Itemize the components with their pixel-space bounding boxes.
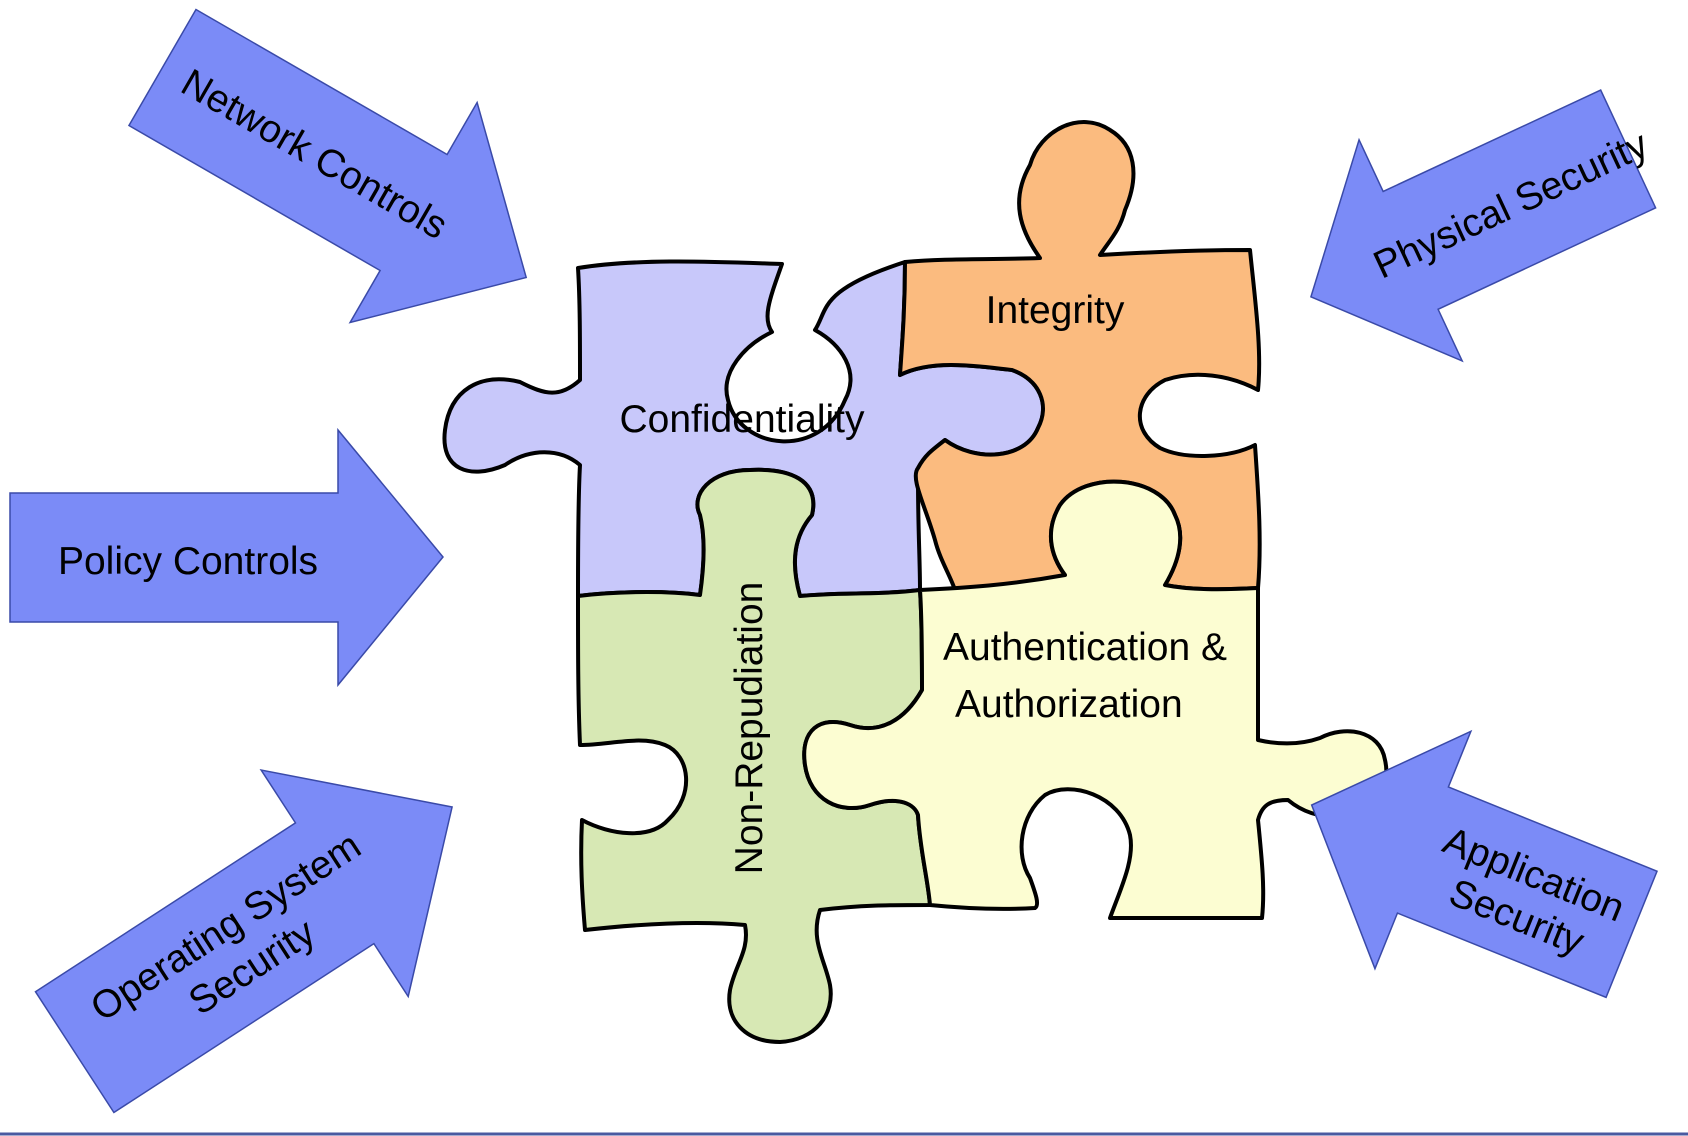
arrow-policy-controls: Policy Controls	[9, 427, 444, 688]
label-policy-controls: Policy Controls	[58, 540, 318, 583]
arrow-operating-system-security: Operating System Security	[34, 768, 453, 1114]
arrow-physical-security-shape	[1310, 89, 1657, 363]
piece-confidentiality	[442, 259, 1045, 598]
arrow-physical-security: Physical Security	[1310, 89, 1657, 363]
piece-authentication	[802, 479, 1389, 921]
arrow-network-controls-shape	[127, 8, 528, 324]
arrow-policy-controls-shape	[9, 427, 444, 688]
label-confidentiality: Confidentiality	[620, 398, 865, 441]
arrow-application-security-shape	[1310, 729, 1658, 999]
label-non-repudiation: Non-Repudiation	[728, 582, 771, 875]
arrow-network-controls: Network Controls	[127, 8, 528, 324]
label-integrity: Integrity	[986, 289, 1125, 332]
label-authentication-line1: Authentication &	[943, 626, 1227, 669]
label-authentication-line2: Authorization	[955, 683, 1183, 726]
arrow-operating-system-security-shape	[34, 768, 453, 1114]
